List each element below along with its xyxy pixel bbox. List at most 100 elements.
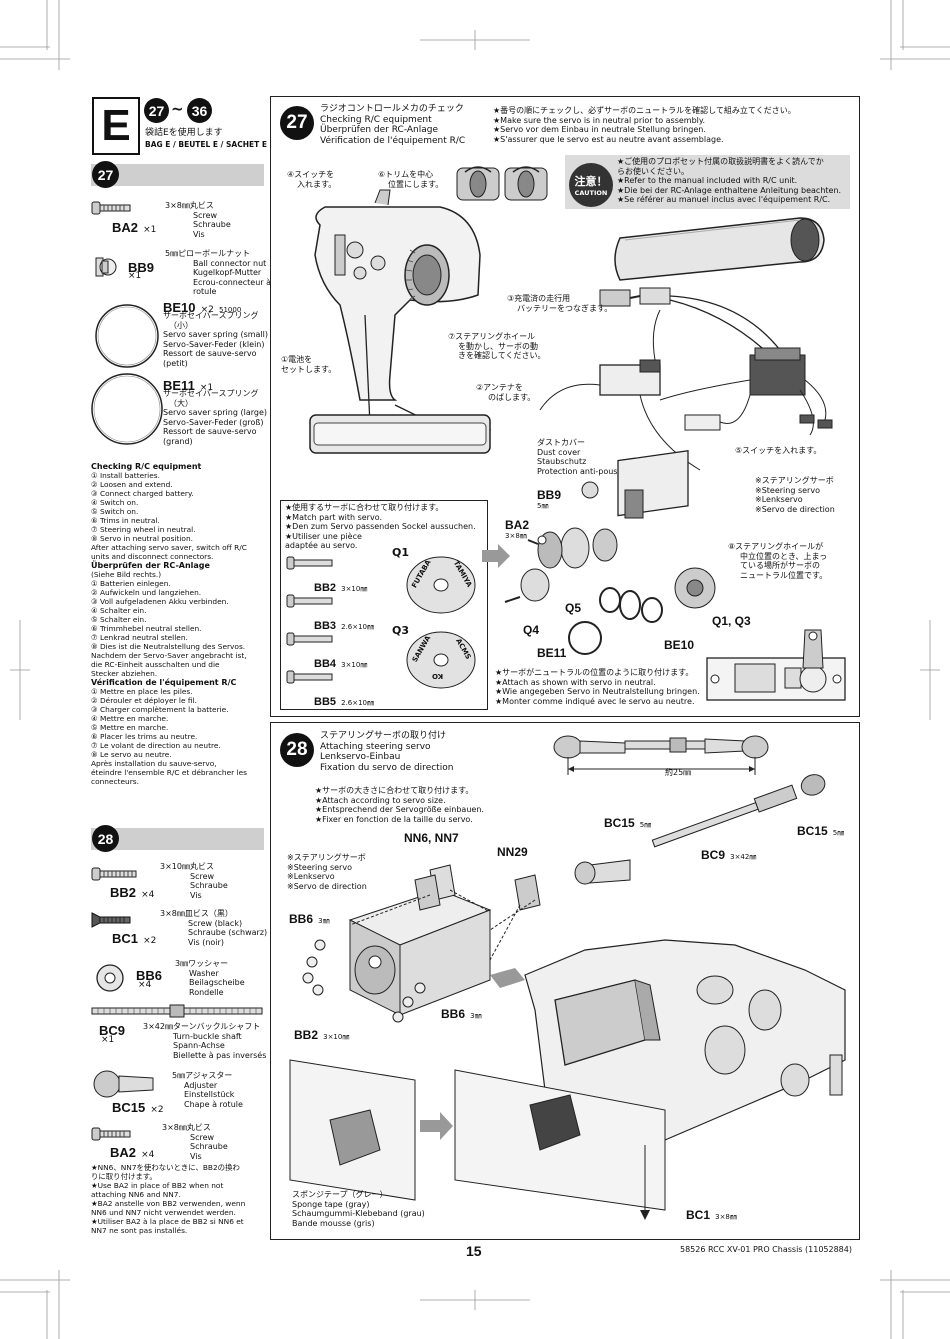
sponge-jp: スポンジテープ（グレー） (292, 1190, 388, 1199)
servo-fr: ※Servo de direction (755, 504, 835, 514)
bb6-assembly-code: BB6 (289, 912, 314, 926)
bb2-small-label: BB2 3×10㎜ (314, 576, 367, 595)
bc15-qty: ×2 (150, 1105, 164, 1115)
callout-6-line2: 位置にします。 (388, 179, 444, 189)
checking-en-4: ④ Switch on. (91, 498, 139, 507)
bb3-small-code: BB3 (314, 620, 337, 632)
bc15a-label: BC15 5㎜ (604, 812, 651, 831)
bag-step-to: 36 (187, 98, 212, 123)
be11-spring-icon (91, 373, 163, 445)
q1-label: Q1 (392, 546, 410, 559)
step27-titles: ラジオコントロールメカのチェック Checking R/C equipment … (320, 104, 465, 146)
bc15-desc-fr: Chape à rotule (184, 1099, 243, 1109)
bb6-assembly-size: 3㎜ (318, 917, 330, 925)
checking-en-6: ⑥ Trims in neutral. (91, 516, 160, 525)
be11-desc-fr1: Ressort de sauve-servo (163, 427, 257, 436)
be10-code-text: BE10 (163, 300, 196, 315)
step28-title-jp: ステアリングサーボの取り付け (320, 731, 447, 741)
step28-note-jp: ★サーボの大きさに合わせて取り付けます。 (315, 786, 474, 795)
bb5-small-code: BB5 (314, 696, 337, 708)
step28-servo-jp: ※ステアリングサーボ (287, 853, 366, 862)
bc9-desc: 3×42㎜ターンバックルシャフト Turn-buckle shaft Spann… (143, 1022, 266, 1060)
callout-1-line2: セットします。 (281, 364, 337, 374)
bb9-desc-de: Kugelkopf-Mutter (193, 268, 262, 277)
sponge-fr: Bande mousse (gris) (292, 1218, 375, 1228)
match-note-en: ★Match part with servo. (285, 512, 382, 522)
caution-jp-2: らお使いください。 (617, 166, 689, 176)
bb2-desc-fr: Vis (190, 890, 202, 900)
battery-pack-illustration (614, 217, 825, 281)
ba2-code: BA2 ×1 (112, 217, 156, 236)
chassis-illustration (289, 939, 846, 1220)
note-1: ★NN6、NN7を使わないときに、BB2の換わ (91, 1163, 240, 1172)
dust-jp: ダストカバー (537, 438, 585, 447)
q1-q3-label: Q1, Q3 (712, 614, 751, 628)
bc15-code: BC15 ×2 (112, 1097, 164, 1116)
be10-desc-en: Servo saver spring (small) (163, 330, 269, 339)
step27-note-de: ★Servo vor dem Einbau in neutrale Stellu… (493, 125, 706, 134)
servo-mount-illustration (302, 864, 541, 1023)
be11-desc-size: （大） (169, 398, 193, 408)
bc15-desc-de: Einstellstück (184, 1090, 235, 1099)
checking-de-11: Stecker abziehen. (91, 669, 158, 678)
note-6: NN6 und NN7 nicht verwendet werden. (91, 1208, 236, 1217)
step28-servo-en: ※Steering servo (287, 862, 352, 872)
checking-de-3: ③ Voll aufgeladenen Akku verbinden. (91, 597, 229, 606)
q3-label: Q3 (392, 624, 410, 637)
step28-number: 28 (280, 733, 314, 767)
bb9-desc-en: Ball connector nut (193, 258, 267, 268)
callout-2: ②アンテナを のばします。 (476, 383, 535, 402)
caution-en: ★Refer to the manual included with R/C u… (617, 176, 798, 185)
parts-bar-27 (91, 164, 264, 186)
callout-1: ①電池を セットします。 (281, 355, 336, 374)
bc1-desc: 3×8㎜皿ビス（黒） Screw (black) Schraube (schwa… (160, 909, 267, 947)
step28-note-fr: ★Fixer en fonction de la taille du servo… (315, 814, 473, 824)
checking-en-5: ⑤ Switch on. (91, 507, 139, 516)
bb6-desc-de: Beilagscheibe (189, 978, 245, 987)
bb2-assembly-label: BB2 3×10㎜ (294, 1024, 349, 1043)
checking-fr-1: ① Mettre en place les piles. (91, 687, 193, 696)
note-7: ★Utiliser BA2 à la place de BB2 si NN6 e… (91, 1217, 244, 1226)
callout-dust-cover: ダストカバー Dust cover Staubschutz Protection… (537, 438, 637, 476)
checking-fr-4: ④ Mettre en marche. (91, 714, 169, 723)
step28-servo-fr: ※Servo de direction (287, 881, 367, 891)
checking-fr-9: Après installation du sauve-servo, (91, 759, 217, 768)
match-note-fr1: ★Utiliser une pièce (285, 531, 362, 541)
checking-en-9: After attaching servo saver, switch off … (91, 543, 247, 552)
bc15a-code: BC15 (604, 816, 635, 830)
bc9-desc-jp: 3×42㎜ターンバックルシャフト (143, 1022, 261, 1031)
neutral-note-jp: ★サーボがニュートラルの位置のように取り付けます。 (495, 668, 694, 677)
match-notes: ★使用するサーボに合わせて取り付けます。 ★Match part with se… (285, 503, 476, 551)
checking-de-5: ⑤ Schalter ein. (91, 615, 147, 624)
ko-label: KO (432, 672, 444, 680)
callout-3-line2: バッテリーをつなぎます。 (517, 303, 613, 313)
bb6b-assembly-code: BB6 (441, 1007, 466, 1021)
step28-title-fr: Fixation du servo de direction (320, 762, 454, 773)
callout-7-line1: ⑦ステアリングホイール (448, 332, 536, 341)
bb4-small-size: 3×10㎜ (341, 661, 368, 669)
step27-note-jp: ★番号の順にチェックし、必ずサーボのニュートラルを確認して組み立てください。 (493, 106, 796, 115)
bb2-desc: 3×10㎜丸ビス Screw Schraube Vis (160, 862, 228, 900)
bc1-code: BC1 ×2 (112, 928, 156, 947)
checking-fr-5: ⑤ Mettre en marche. (91, 723, 169, 732)
sponge-tape-label: スポンジテープ（グレー） Sponge tape (gray) Schaumgu… (292, 1190, 425, 1228)
bc1-assembly-label: BC1 3×8㎜ (686, 1204, 737, 1223)
neutral-note-de: ★Wie angegeben Servo in Neutralstellung … (495, 687, 700, 696)
servo-jp: ※ステアリングサーボ (755, 476, 834, 485)
bb2-qty: ×4 (141, 890, 155, 900)
caution-badge: 注意！ CAUTION (569, 163, 613, 207)
step28-servo-label: ※ステアリングサーボ ※Steering servo ※Lenkservo ※S… (287, 853, 367, 891)
bag-letter: E (92, 97, 140, 155)
q3-sanwa-disc-icon (406, 631, 476, 689)
checking-fr-7: ⑦ Le volant de direction au neutre. (91, 741, 221, 750)
ba2-assembly-code: BA2 (505, 518, 530, 532)
q1-futaba-disc-icon (406, 556, 476, 614)
ba2-2-desc-en: Screw (190, 1132, 215, 1142)
bag-line-multi: BAG E / BEUTEL E / SACHET E (145, 140, 267, 149)
caution-badge-jp: 注意！ (574, 175, 608, 188)
step27-title-en: Checking R/C equipment (320, 114, 432, 125)
be10-desc-fr2: (petit) (163, 358, 188, 368)
transmitter-illustration (309, 189, 492, 454)
checking-en-8: ⑧ Servo in neutral position. (91, 534, 193, 543)
be11-code: BE11 ×1 (163, 375, 213, 394)
